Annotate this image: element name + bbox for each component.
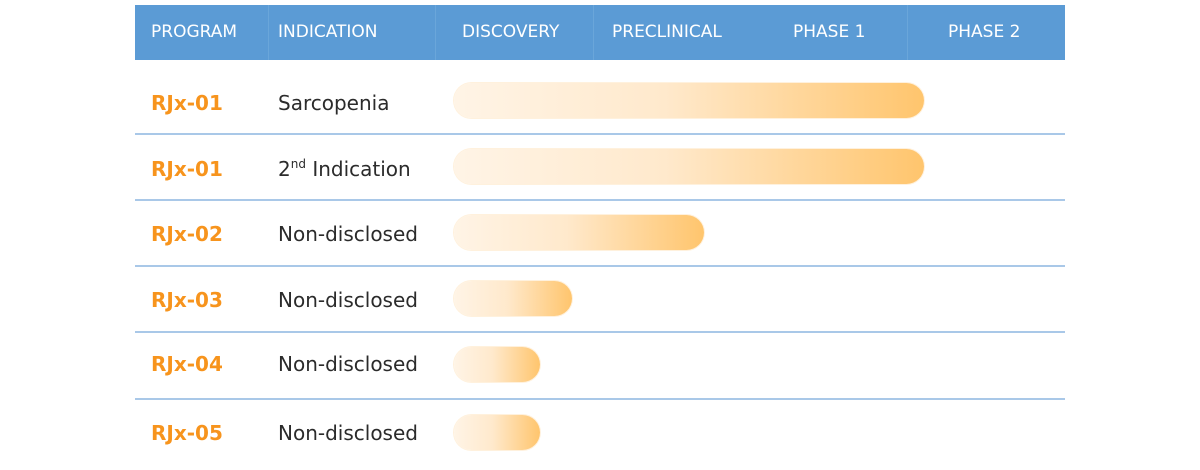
indication: Non-disclosed bbox=[278, 288, 418, 312]
program-id: RJx-03 bbox=[151, 288, 223, 312]
indication-superscript: nd bbox=[290, 157, 306, 171]
progress-bar bbox=[454, 347, 540, 382]
table-row: RJx-02 Non-disclosed bbox=[135, 201, 1065, 265]
program-id: RJx-02 bbox=[151, 222, 223, 246]
pipeline-table: PROGRAM INDICATION DISCOVERY PRECLINICAL… bbox=[135, 5, 1065, 450]
progress-bar bbox=[454, 281, 572, 316]
table-row: RJx-03 Non-disclosed bbox=[135, 267, 1065, 331]
indication-rest: Indication bbox=[305, 157, 411, 181]
header-divider bbox=[435, 5, 436, 60]
header-program: PROGRAM bbox=[151, 22, 238, 42]
indication-number: 2 bbox=[278, 157, 291, 181]
table-row: RJx-01 2nd Indication bbox=[135, 135, 1065, 199]
row-divider bbox=[135, 199, 1065, 201]
progress-bar bbox=[454, 83, 924, 118]
header-divider bbox=[268, 5, 269, 60]
table-row: RJx-01 Sarcopenia bbox=[135, 60, 1065, 134]
header-preclinical: PRECLINICAL bbox=[612, 22, 722, 42]
row-divider bbox=[135, 265, 1065, 267]
indication: Sarcopenia bbox=[278, 91, 390, 115]
progress-bar bbox=[454, 415, 540, 450]
row-divider bbox=[135, 398, 1065, 400]
indication: Non-disclosed bbox=[278, 352, 418, 376]
program-id: RJx-01 bbox=[151, 91, 223, 115]
indication: Non-disclosed bbox=[278, 421, 418, 445]
program-id: RJx-05 bbox=[151, 421, 223, 445]
program-id: RJx-01 bbox=[151, 157, 223, 181]
header-discovery: DISCOVERY bbox=[462, 22, 560, 42]
row-divider bbox=[135, 133, 1065, 135]
row-divider bbox=[135, 331, 1065, 333]
progress-bar bbox=[454, 149, 924, 184]
progress-bar bbox=[454, 215, 704, 250]
table-row: RJx-04 Non-disclosed bbox=[135, 333, 1065, 397]
program-id: RJx-04 bbox=[151, 352, 223, 376]
header-divider bbox=[593, 5, 594, 60]
header-phase-2: PHASE 2 bbox=[948, 22, 1021, 42]
table-header: PROGRAM INDICATION DISCOVERY PRECLINICAL… bbox=[135, 5, 1065, 60]
header-divider bbox=[907, 5, 908, 60]
table-row: RJx-05 Non-disclosed bbox=[135, 400, 1065, 470]
indication: 2nd Indication bbox=[278, 157, 411, 181]
indication: Non-disclosed bbox=[278, 222, 418, 246]
header-phase-1: PHASE 1 bbox=[793, 22, 866, 42]
header-indication: INDICATION bbox=[278, 22, 378, 42]
